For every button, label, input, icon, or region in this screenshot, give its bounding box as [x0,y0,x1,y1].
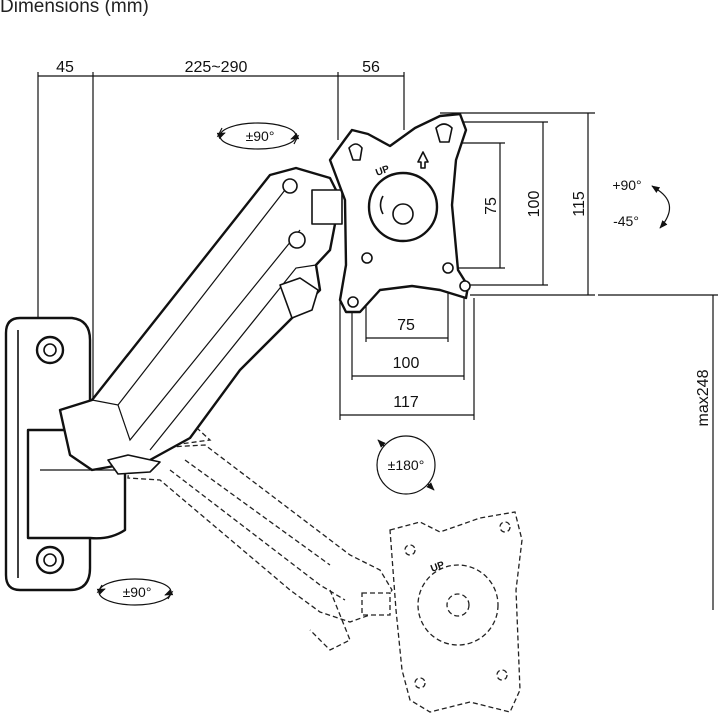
page-title: Dimensions (mm) [0,0,149,17]
label-arm-swivel-top: ±90° [246,128,275,144]
dim-max-height: max248 [695,369,712,426]
dim-vert-75: 75 [483,197,500,215]
dim-horiz-117: 117 [393,394,419,411]
label-wall-swivel: ±90° [123,584,152,600]
dim-vert-100: 100 [526,191,543,218]
dim-vert-115: 115 [571,191,588,217]
max-height-dimension: max248 [598,294,718,610]
rotation-tilt: +90° -45° [612,177,671,229]
ghost-up-label: UP [429,560,446,575]
dim-horiz-100: 100 [393,355,420,372]
label-screen-rotate: ±180° [388,457,425,473]
lowered-arm-ghost: UP [94,384,523,713]
label-tilt-up: +90° [612,177,641,193]
dim-horiz-75: 75 [397,317,415,334]
rotation-wall-swivel: ±90° [96,578,174,606]
plate-up-label: UP [374,164,391,179]
label-tilt-down: -45° [613,213,639,229]
dim-wall-offset: 45 [56,59,74,76]
dim-plate-depth: 56 [362,59,380,76]
vertical-vesa-dimensions: 75 100 115 [430,112,595,296]
gas-spring-arm [58,166,343,475]
rotation-arm-swivel-top: ±90° [216,122,300,150]
dim-arm-reach: 225~290 [185,59,248,76]
top-dimensions: 45 225~290 56 [37,59,405,420]
vesa-plate: UP [328,112,471,314]
rotation-screen: ±180° [376,435,436,495]
